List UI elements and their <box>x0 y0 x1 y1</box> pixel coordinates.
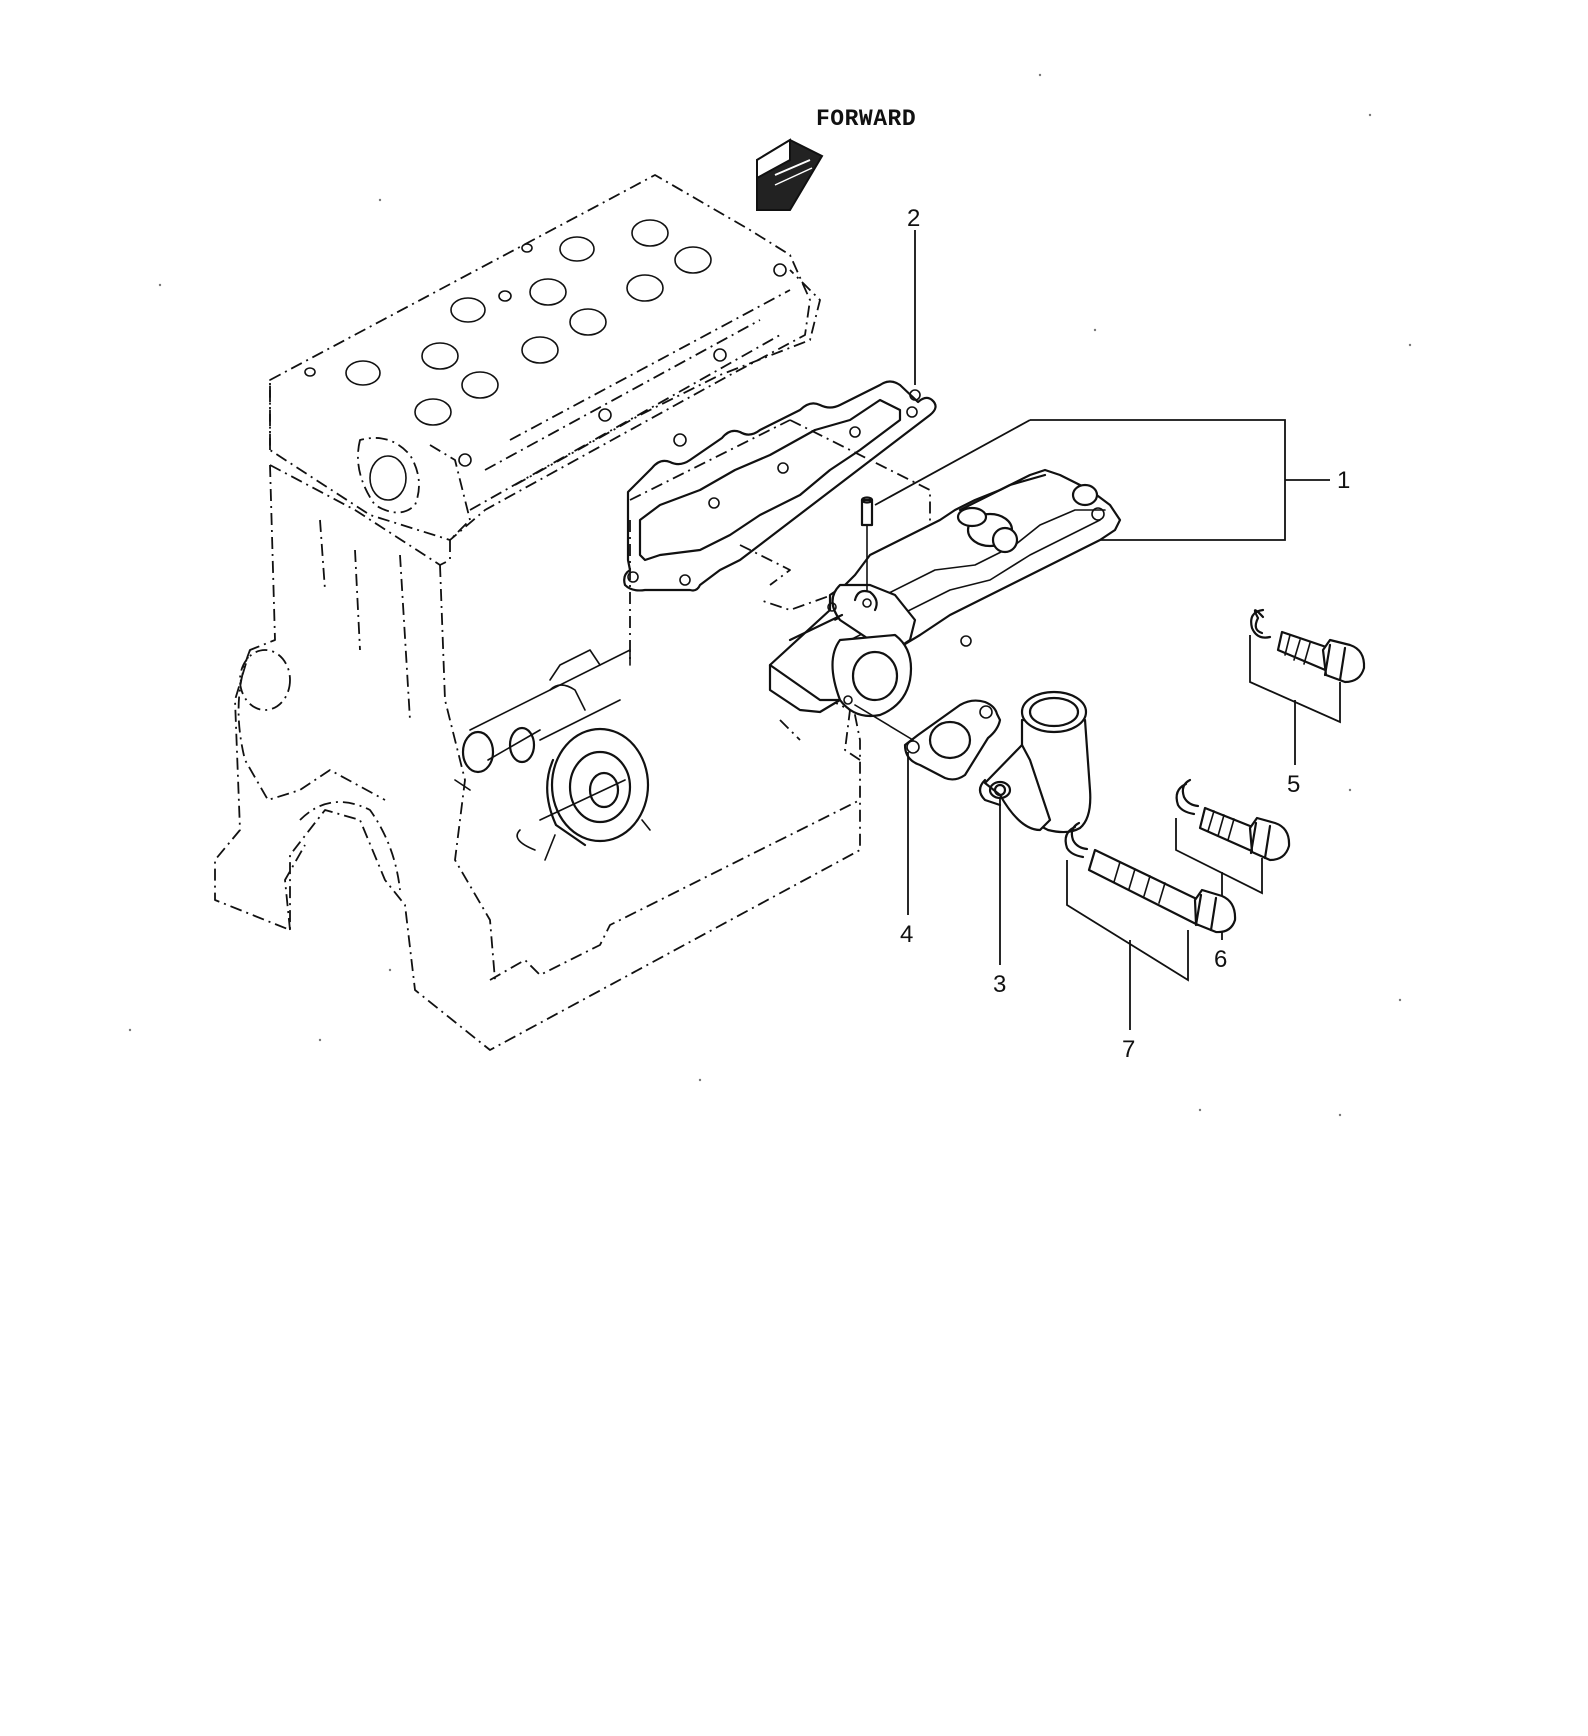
engine-block-outline <box>214 174 931 1051</box>
part-2-manifold-gasket <box>623 380 937 592</box>
callout-7: 7 <box>1122 1036 1135 1063</box>
forward-arrow-icon <box>756 138 824 211</box>
callout-leaders <box>874 230 1330 965</box>
part-7-long-bolt-and-washer <box>1064 821 1237 1030</box>
part-3-water-outlet-elbow <box>978 690 1092 834</box>
callout-5: 5 <box>1287 771 1300 798</box>
part-1-intake-manifold <box>768 468 1122 718</box>
forward-label: FORWARD <box>816 106 916 132</box>
callout-1: 1 <box>1337 467 1350 494</box>
part-4-outlet-gasket <box>854 699 1002 781</box>
front-pulley-outline <box>454 649 651 861</box>
callout-6: 6 <box>1214 946 1227 973</box>
scan-speckles <box>128 73 1412 1117</box>
part-6-bolt-and-washer <box>1175 778 1291 940</box>
callout-3: 3 <box>993 971 1006 998</box>
callout-4: 4 <box>900 921 913 948</box>
callout-2: 2 <box>907 205 920 232</box>
part-5-bolt-and-washer <box>1249 608 1366 765</box>
